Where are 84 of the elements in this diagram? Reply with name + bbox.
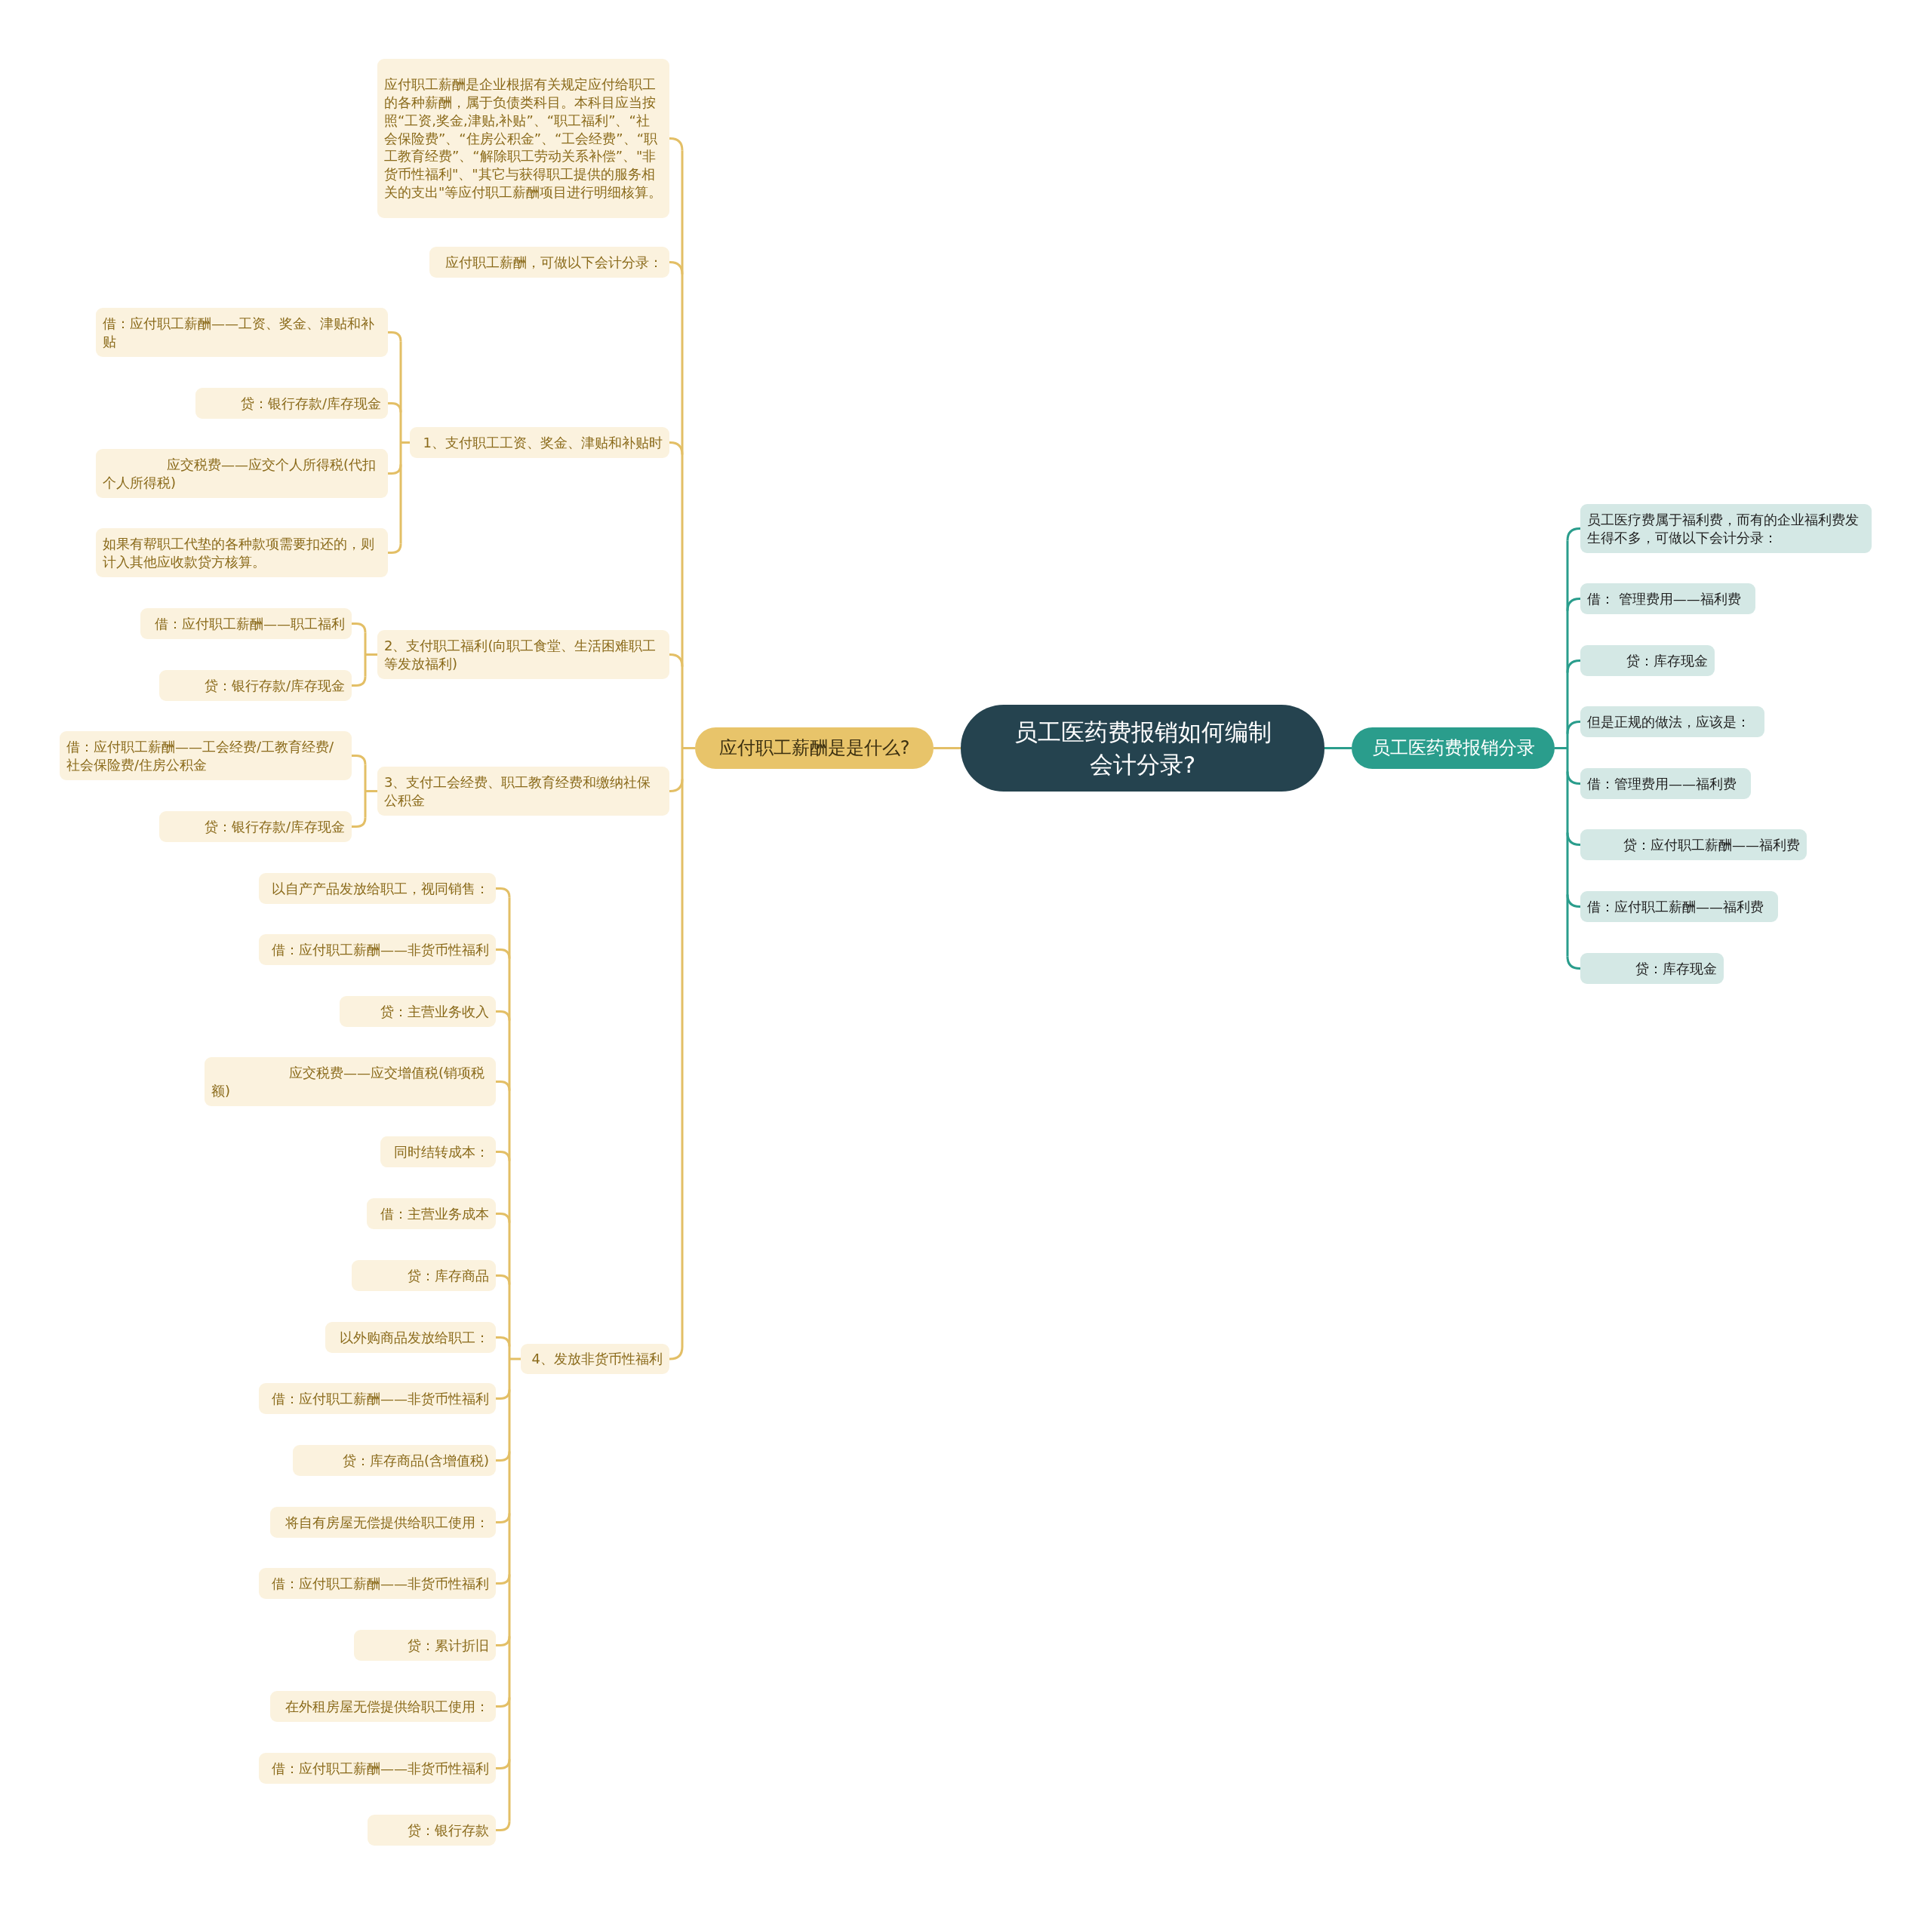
connector-line [496, 1697, 511, 1708]
subtopic-box: 同时结转成本： [380, 1136, 496, 1167]
connector-line [496, 948, 511, 959]
subtopic-box: 借：应付职工薪酬——职工福利 [140, 608, 352, 639]
subtopic-box: 3、支付工会经费、职工教育经费和缴纳社保公积金 [377, 767, 669, 816]
subtopic-box: 贷：银行存款/库存现金 [159, 811, 352, 842]
subtopic-box: 借：主营业务成本 [367, 1198, 496, 1229]
subtopic-box: 贷：应付职工薪酬——福利费 [1580, 829, 1807, 860]
subtopic-box: 贷：银行存款 [368, 1815, 496, 1846]
connector-line [388, 331, 402, 342]
connector-line [1566, 527, 1581, 541]
subtopic-box: 贷：主营业务收入 [340, 996, 496, 1027]
connector-line [496, 1451, 511, 1462]
subtopic-box: 以外购商品发放给职工： [325, 1322, 496, 1353]
subtopic-box: 贷：累计折旧 [354, 1630, 496, 1661]
subtopic-box: 贷：库存现金 [1580, 953, 1724, 984]
connector-line [388, 543, 402, 554]
connector-line [669, 1346, 684, 1360]
connector-line [496, 1759, 511, 1769]
connector-line [496, 1274, 511, 1285]
connector-line [496, 1336, 511, 1347]
subtopic-box: 贷：银行存款/库存现金 [195, 388, 388, 419]
connector-line [496, 1081, 511, 1091]
subtopic-box: 借：应付职工薪酬——工会经费/工教育经费/社会保险费/住房公积金 [60, 731, 352, 780]
subtopic-box: 但是正规的做法，应该是： [1580, 706, 1764, 737]
subtopic-box: 1、支付职工工资、奖金、津贴和补贴时 [410, 427, 669, 458]
connector-line [352, 623, 367, 633]
subtopic-box: 如果有帮职工代垫的各种款项需要扣还的，则计入其他应收款贷方核算。 [96, 528, 388, 577]
connector-line [352, 817, 367, 828]
connector-line [352, 755, 367, 765]
connector-line [681, 149, 697, 1348]
connector-line [1324, 747, 1352, 749]
subtopic-box: 2、支付职工福利(向职工食堂、生活困难职工等发放福利) [377, 630, 669, 679]
connector-line [496, 1821, 511, 1831]
branch-topic: 应付职工薪酬是是什么? [695, 727, 934, 769]
subtopic-box: 借：应付职工薪酬——福利费 [1580, 891, 1778, 922]
connector-line [669, 261, 684, 275]
subtopic-box: 以自产产品发放给职工，视同销售： [259, 873, 496, 904]
subtopic-box: 贷：银行存款/库存现金 [159, 670, 352, 701]
connector-line [669, 441, 684, 455]
connector-line [496, 1389, 511, 1400]
connector-line [669, 137, 684, 151]
connector-line [388, 402, 402, 413]
subtopic-box: 4、发放非货币性福利 [521, 1344, 669, 1374]
connector-line [364, 764, 379, 819]
central-topic: 员工医药费报销如何编制会计分录? [961, 705, 1324, 792]
connector-line [496, 1513, 511, 1523]
connector-line [496, 1151, 511, 1161]
subtopic-box: 在外租房屋无偿提供给职工使用： [270, 1691, 496, 1722]
subtopic-box: 借：应付职工薪酬——非货币性福利 [259, 1753, 496, 1784]
subtopic-box: 借：应付职工薪酬——非货币性福利 [259, 1568, 496, 1599]
subtopic-box: 借：应付职工薪酬——非货币性福利 [259, 1383, 496, 1414]
connector-line [1566, 659, 1581, 673]
subtopic-box: 应交税费——应交个人所得税(代扣个人所得税) [96, 449, 388, 498]
subtopic-box: 借： 管理费用——福利费 [1580, 583, 1755, 614]
connector-line [1566, 956, 1581, 970]
connector-line [364, 632, 379, 678]
subtopic-box: 应交税费——应交增值税(销项税额) [205, 1057, 496, 1106]
connector-line [1566, 598, 1581, 611]
connector-line [669, 779, 684, 792]
connector-line [496, 1574, 511, 1585]
subtopic-box: 借：应付职工薪酬——非货币性福利 [259, 934, 496, 965]
connector-line [1553, 540, 1569, 958]
subtopic-box: 贷：库存商品 [352, 1260, 496, 1291]
connector-line [388, 464, 402, 475]
connector-line [352, 676, 367, 687]
connector-line [496, 1010, 511, 1021]
connector-line [496, 887, 511, 898]
subtopic-box: 贷：库存商品(含增值税) [293, 1445, 496, 1476]
connector-line [934, 747, 961, 749]
connector-line [508, 896, 522, 1822]
branch-topic: 员工医药费报销分录 [1352, 727, 1555, 769]
subtopic-box: 借：应付职工薪酬——工资、奖金、津贴和补贴 [96, 308, 388, 357]
subtopic-box: 员工医疗费属于福利费，而有的企业福利费发生得不多，可做以下会计分录： [1580, 504, 1872, 553]
subtopic-box: 应付职工薪酬，可做以下会计分录： [429, 247, 669, 278]
subtopic-box: 将自有房屋无偿提供给职工使用： [270, 1507, 496, 1538]
subtopic-box: 贷：库存现金 [1580, 645, 1715, 676]
subtopic-box: 应付职工薪酬是企业根据有关规定应付给职工的各种薪酬，属于负债类科目。本科目应当按照“工资,奖金,津贴,补贴”、“职工福利”、“社会保险费”、“住房公积金”、“工会经费”、“职工教育经费”、“解除职工劳动关系补偿”、"非货币性福利"、"其它与获得职工提供的服务相关的支出"等应付职工薪酬项目进行明细核算。 [377, 59, 669, 218]
connector-line [496, 1636, 511, 1646]
subtopic-box: 借：管理费用——福利费 [1580, 768, 1751, 799]
connector-line [399, 340, 411, 545]
connector-line [1566, 721, 1581, 734]
connector-line [669, 653, 684, 667]
connector-line [496, 1213, 511, 1223]
